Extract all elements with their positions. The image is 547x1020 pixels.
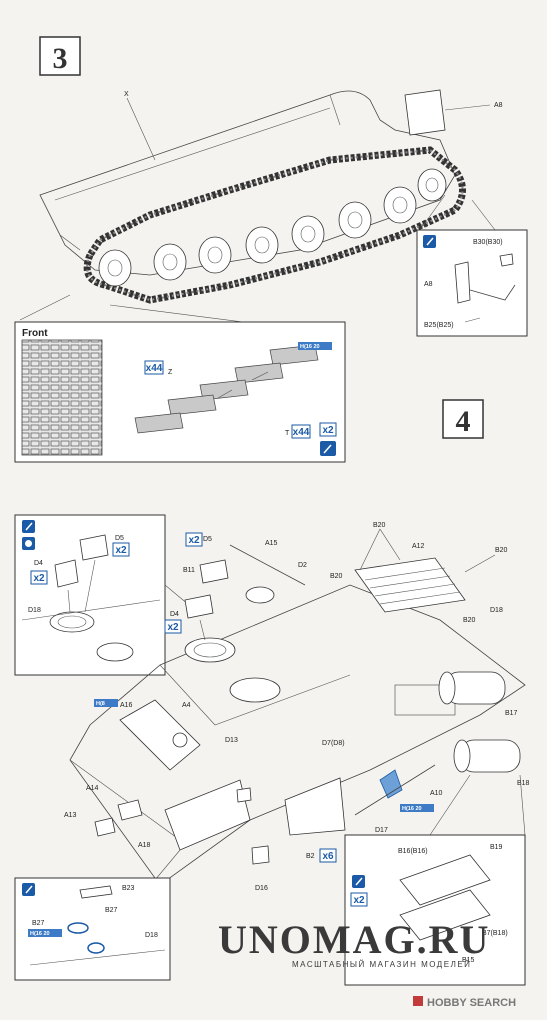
svg-text:x2: x2 xyxy=(115,545,127,556)
svg-text:x2: x2 xyxy=(33,573,45,584)
paint-hint-track: H(16 20 xyxy=(298,342,332,350)
track-run xyxy=(83,146,466,304)
label-z: Z xyxy=(168,369,173,376)
label-b17: B17 xyxy=(505,710,518,717)
label-x: X xyxy=(124,91,129,98)
svg-text:x44: x44 xyxy=(293,427,310,438)
label-b19: B19 xyxy=(490,844,503,851)
part-a10-tow: A10 H(16 20 D17 xyxy=(354,764,443,834)
center-hatch-parts: D5 x2 B11 D4 x2 A15 D2 xyxy=(164,532,307,641)
label-d16: D16 xyxy=(255,885,268,892)
x2-badge-track: x2 xyxy=(319,422,337,437)
paint-hint-b27: H(16 20 xyxy=(28,929,62,937)
label-b15: B15 xyxy=(462,957,475,964)
label-b7: B7(B18) xyxy=(482,930,508,937)
label-d18-main: D18 xyxy=(490,607,503,614)
svg-text:H(16 20: H(16 20 xyxy=(30,931,50,937)
label-b20-c: B20 xyxy=(495,547,508,554)
svg-text:x2: x2 xyxy=(322,425,334,436)
svg-text:H(8: H(8 xyxy=(96,701,105,707)
inset-commander-hatch: D5 x2 D4 x2 D18 xyxy=(14,514,166,676)
part-a8-mudguard: A8 xyxy=(404,89,503,136)
label-d13: D13 xyxy=(225,737,238,744)
x2-badge-c: x2 xyxy=(185,532,203,547)
paint-hint-a10: H(16 20 xyxy=(400,804,434,812)
svg-text:x2: x2 xyxy=(167,622,179,633)
label-d18-inset: D18 xyxy=(28,607,41,614)
label-a8-inset: A8 xyxy=(424,281,433,288)
hobby-search-logo: HOBBY SEARCH xyxy=(413,996,516,1009)
x2-badge-e: x2 xyxy=(350,892,368,907)
front-small-parts: A16 H(8 A4 D13 D7(D8) A14 A13 A18 D16 B2… xyxy=(64,699,346,892)
label-b23: B23 xyxy=(122,885,135,892)
inset-a8-detail: B30(B30) A8 B25(B25) xyxy=(416,194,528,337)
label-d4-main: D4 xyxy=(170,611,179,618)
label-b18: B18 xyxy=(517,780,530,787)
svg-text:x44: x44 xyxy=(146,363,163,374)
label-d2: D2 xyxy=(298,562,307,569)
label-d7: D7(D8) xyxy=(322,740,345,747)
track-links-exploded xyxy=(134,344,319,434)
paint-hint-a16: H(8 xyxy=(94,699,118,707)
x2-badge-a: x2 xyxy=(112,542,130,557)
label-b2: B2 xyxy=(306,853,315,860)
label-b25: B25(B25) xyxy=(424,322,454,329)
inset-front-track: Front x44 Z T x44 x2 H(16 20 xyxy=(14,294,346,463)
part-a12-grille: A12 B20 B20 B20 B20 D18 xyxy=(330,522,508,624)
step-4-header: 4 xyxy=(442,399,484,439)
x44-badge-b: x44 xyxy=(291,424,311,439)
step-number-3: 3 xyxy=(53,42,68,75)
x44-badge-a: x44 xyxy=(144,360,164,375)
label-a10: A10 xyxy=(430,790,443,797)
step-3-header: 3 xyxy=(39,36,81,76)
svg-text:x2: x2 xyxy=(353,895,365,906)
watermark-text: UNOMAG.RU xyxy=(218,917,490,962)
inset-fuel-drum-detail: x2 B16(B16) B19 B7(B18) B15 xyxy=(344,774,526,986)
label-d17: D17 xyxy=(375,827,388,834)
label-b27-b: B27 xyxy=(32,920,45,927)
inset-b27-detail: B23 B27 B27 H(16 20 D18 xyxy=(14,849,181,981)
label-a15: A15 xyxy=(265,540,278,547)
label-a14: A14 xyxy=(86,785,99,792)
footer-brand: HOBBY SEARCH xyxy=(427,997,516,1009)
label-d18-inset2: D18 xyxy=(145,932,158,939)
road-wheels xyxy=(98,168,447,287)
label-b20-d: B20 xyxy=(463,617,476,624)
label-d4-inset: D4 xyxy=(34,560,43,567)
label-b16: B16(B16) xyxy=(398,848,428,855)
label-t: T xyxy=(285,430,290,437)
svg-text:H(16 20: H(16 20 xyxy=(300,344,320,350)
x6-badge: x6 xyxy=(319,848,337,863)
watermark-subtitle: МАСШТАБНЫЙ МАГАЗИН МОДЕЛЕЙ xyxy=(292,960,471,969)
label-b27-a: B27 xyxy=(105,907,118,914)
x2-badge-b: x2 xyxy=(30,570,48,585)
label-b20-a: B20 xyxy=(373,522,386,529)
label-front: Front xyxy=(22,328,48,339)
label-b30: B30(B30) xyxy=(473,239,503,246)
fuel-drums: B17 B18 xyxy=(438,671,530,787)
svg-text:H(16 20: H(16 20 xyxy=(402,806,422,812)
svg-text:x2: x2 xyxy=(188,535,200,546)
label-a16: A16 xyxy=(120,702,133,709)
label-b20-b: B20 xyxy=(330,573,343,580)
label-d5-inset: D5 xyxy=(115,535,124,542)
x2-badge-d: x2 xyxy=(164,619,182,634)
label-a12: A12 xyxy=(412,543,425,550)
label-a18: A18 xyxy=(138,842,151,849)
watermark: UNOMAG.RU МАСШТАБНЫЙ МАГАЗИН МОДЕЛЕЙ xyxy=(218,917,490,969)
label-b11: B11 xyxy=(183,567,195,574)
svg-text:x6: x6 xyxy=(322,851,334,862)
label-a8-top: A8 xyxy=(494,102,503,109)
label-a4: A4 xyxy=(182,702,191,709)
label-d5-main: D5 xyxy=(203,536,212,543)
step-number-4: 4 xyxy=(456,405,471,438)
label-a13: A13 xyxy=(64,812,77,819)
